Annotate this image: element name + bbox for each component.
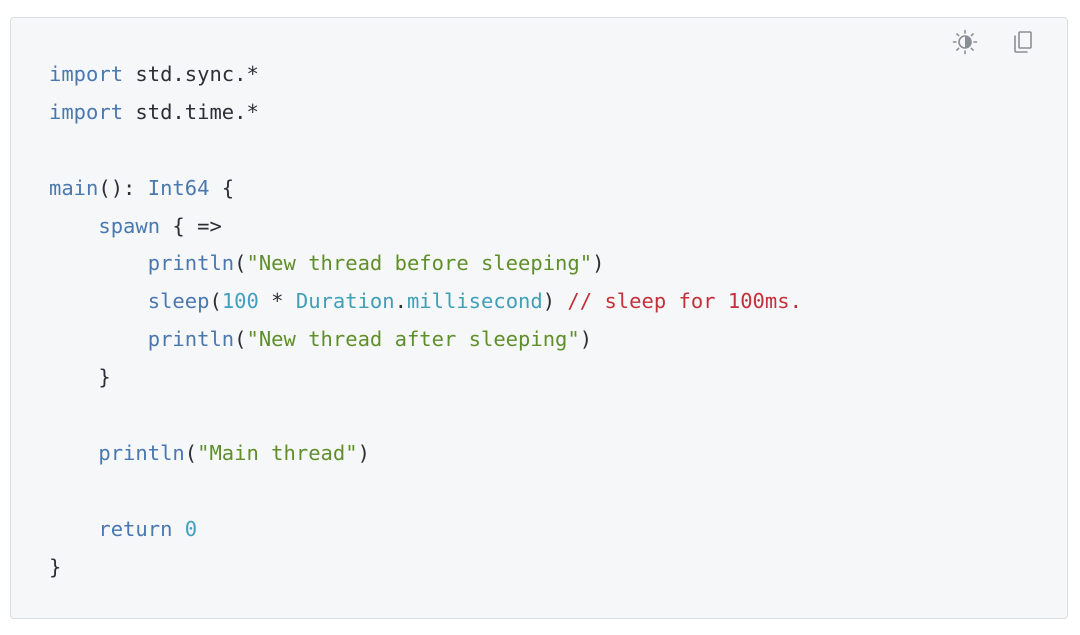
plain-token — [49, 289, 148, 313]
string-token: "New thread before sleeping" — [246, 251, 593, 276]
keyword-token: spawn — [98, 213, 161, 238]
code-toolbar — [951, 28, 1037, 56]
plain-token: ( — [209, 289, 222, 314]
plain-token: { => — [160, 213, 222, 238]
copy-button[interactable] — [1009, 28, 1037, 56]
function-token: println — [147, 327, 235, 352]
code-line: main(): Int64 { — [49, 170, 802, 208]
code-line: } — [49, 359, 802, 397]
code-line: import std.sync.* — [49, 56, 802, 94]
keyword-token: return — [98, 516, 173, 541]
function-token: println — [147, 251, 235, 276]
function-token: println — [98, 440, 185, 465]
comment-token: // sleep for 100ms. — [567, 289, 802, 314]
plain-token: } — [49, 554, 62, 579]
plain-token: . — [394, 289, 407, 314]
plain-token: * — [258, 289, 296, 314]
plain-token: ) — [592, 251, 605, 276]
code-line: spawn { => — [49, 208, 802, 246]
member-token: millisecond — [406, 289, 543, 314]
code-line: import std.time.* — [49, 94, 802, 132]
plain-token — [49, 214, 98, 238]
plain-token: ) — [542, 289, 568, 314]
plain-token — [49, 327, 148, 351]
function-token: sleep — [147, 289, 210, 314]
plain-token — [49, 251, 148, 275]
contrast-sun-icon — [952, 29, 978, 55]
number-token: 0 — [184, 516, 198, 541]
plain-token: { — [209, 175, 235, 200]
plain-token — [172, 517, 184, 541]
class-token: Duration — [295, 289, 395, 314]
copy-icon — [1014, 31, 1032, 53]
plain-token — [49, 517, 98, 541]
plain-token: ( — [234, 327, 247, 352]
keyword-token: import — [49, 99, 124, 124]
plain-token: ) — [579, 327, 593, 352]
function-token: main — [49, 175, 99, 200]
code-content: import std.sync.*import std.time.*main()… — [49, 56, 802, 586]
code-line — [49, 397, 802, 435]
code-line: return 0 — [49, 511, 802, 549]
plain-token: ) — [357, 440, 370, 465]
code-line: println("Main thread") — [49, 435, 802, 473]
number-token: 100 — [221, 289, 259, 314]
code-line: sleep(100 * Duration.millisecond) // sle… — [49, 283, 802, 321]
keyword-token: import — [49, 62, 124, 86]
plain-token: ( — [184, 440, 198, 465]
type-token: Int64 — [147, 175, 210, 200]
plain-token: ( — [234, 251, 247, 276]
code-block: import std.sync.*import std.time.*main()… — [10, 17, 1068, 619]
string-token: "New thread after sleeping" — [246, 327, 580, 352]
plain-token: std.sync.* — [123, 62, 259, 86]
code-line: println("New thread before sleeping") — [49, 245, 802, 283]
plain-token: std.time.* — [123, 99, 259, 124]
code-line — [49, 132, 802, 170]
string-token: "Main thread" — [197, 440, 358, 465]
plain-token: } — [49, 365, 111, 390]
theme-toggle-button[interactable] — [951, 28, 979, 56]
code-line: } — [49, 549, 802, 587]
code-line — [49, 473, 802, 511]
plain-token — [49, 441, 98, 465]
code-line: println("New thread after sleeping") — [49, 321, 802, 359]
plain-token: (): — [98, 175, 148, 200]
